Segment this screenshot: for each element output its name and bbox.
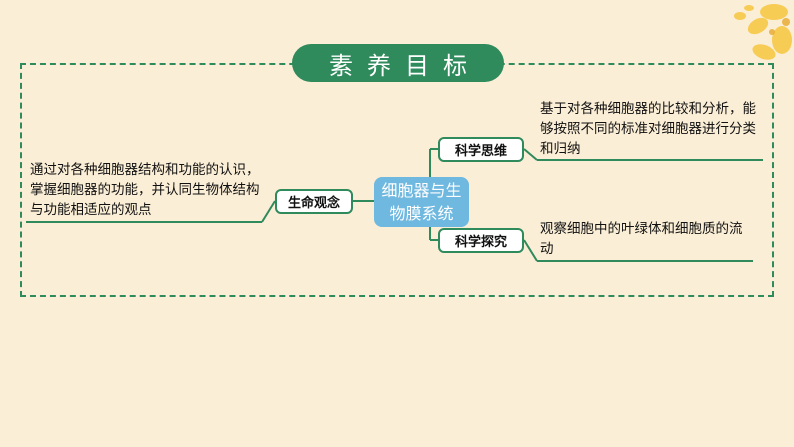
flower-decoration — [734, 4, 792, 60]
left-description: 通过对各种细胞器结构和功能的认识，掌握细胞器的功能，并认同生物体结构与功能相适应… — [30, 162, 260, 218]
center-node: 细胞器与生物膜系统 — [374, 177, 469, 227]
node-shengming-guannian: 生命观念 — [275, 189, 353, 214]
right-top-slant — [523, 148, 538, 161]
right-bottom-slant — [523, 239, 538, 262]
right-bottom-description: 观察细胞中的叶绿体和细胞质的流动 — [540, 221, 743, 257]
left-connector-slant — [261, 200, 276, 223]
node-kexue-siwei: 科学思维 — [438, 137, 524, 162]
right-top-description: 基于对各种细胞器的比较和分析，能够按照不同的标准对细胞器进行分类和归纳 — [540, 101, 756, 157]
page-title: 素养目标 — [292, 44, 504, 82]
node-kexue-tanjiu: 科学探究 — [438, 228, 524, 253]
